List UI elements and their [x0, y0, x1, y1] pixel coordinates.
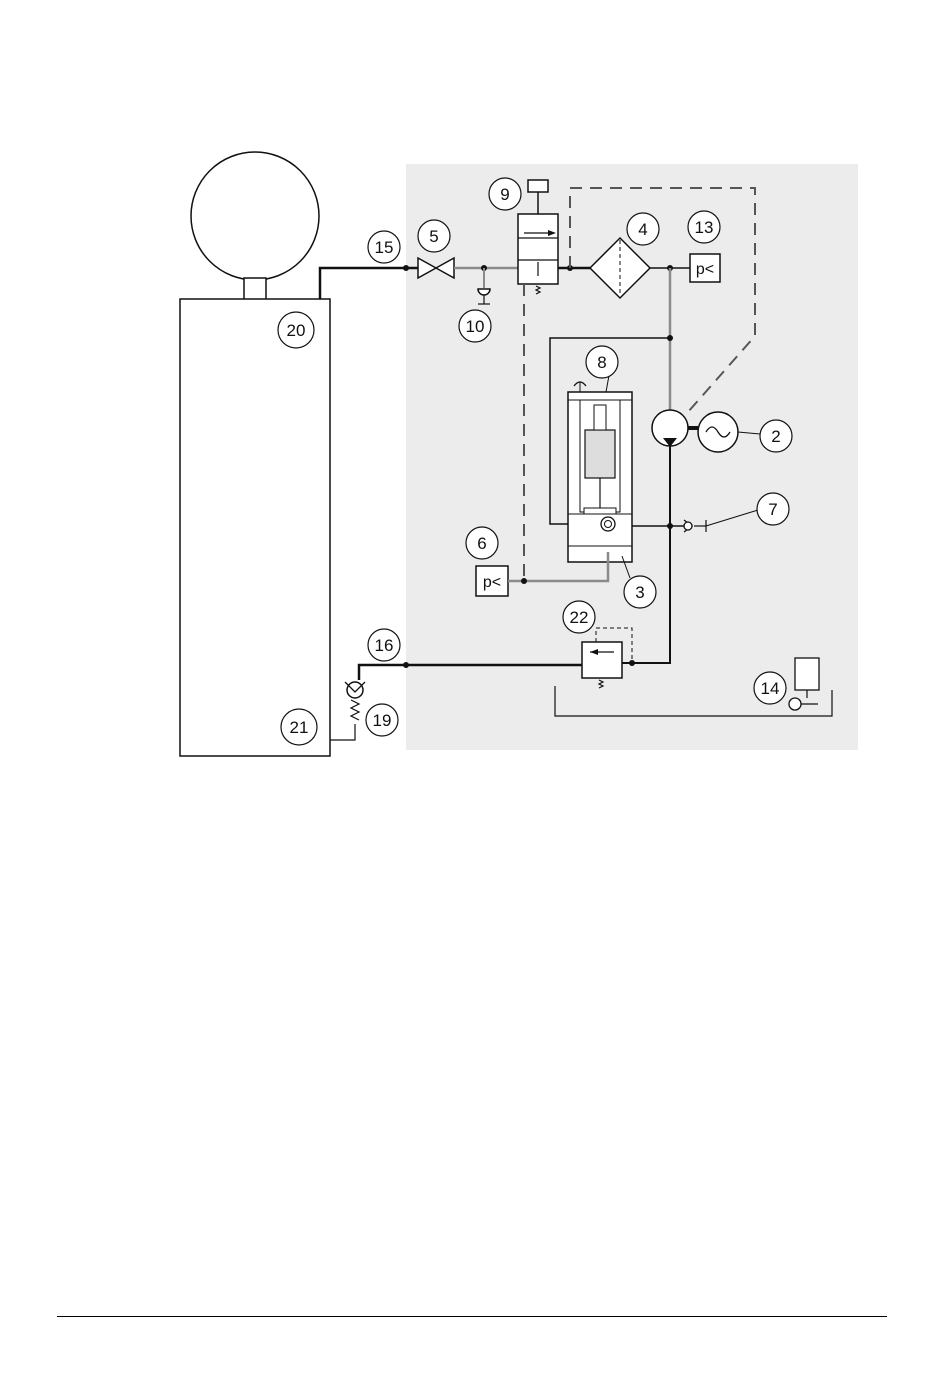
callout-6: 6 — [466, 527, 498, 559]
callout-16: 16 — [368, 629, 400, 661]
callout-5: 5 — [418, 220, 450, 252]
callout-4: 4 — [627, 213, 659, 245]
supply-pipe — [320, 268, 418, 299]
accumulator-bottle — [191, 152, 319, 300]
callout-7: 7 — [757, 493, 789, 525]
callout-8: 8 — [586, 346, 618, 378]
callout-10: 10 — [459, 310, 491, 342]
callout-20: 20 — [278, 312, 314, 348]
svg-text:10: 10 — [466, 317, 485, 336]
pressure-switch-top-text: p< — [696, 261, 714, 278]
tank — [180, 299, 330, 756]
svg-text:4: 4 — [638, 220, 647, 239]
callout-15: 15 — [368, 231, 400, 263]
svg-text:5: 5 — [429, 227, 438, 246]
svg-text:13: 13 — [695, 218, 714, 237]
svg-text:19: 19 — [373, 711, 392, 730]
svg-text:16: 16 — [375, 636, 394, 655]
callout-3: 3 — [624, 576, 656, 608]
svg-text:15: 15 — [375, 238, 394, 257]
callout-2: 2 — [760, 420, 792, 452]
cylinder-unit — [568, 382, 632, 562]
svg-text:14: 14 — [761, 679, 780, 698]
callout-19: 19 — [366, 704, 398, 736]
motor — [698, 412, 738, 452]
footer-rule — [57, 1316, 887, 1317]
pressure-switch-bottom-text: p< — [483, 574, 501, 591]
callout-9: 9 — [489, 178, 521, 210]
callout-13: 13 — [688, 211, 720, 243]
svg-text:22: 22 — [570, 608, 589, 627]
tank-check-valve — [330, 682, 365, 740]
svg-text:9: 9 — [500, 185, 509, 204]
svg-text:2: 2 — [771, 427, 780, 446]
svg-text:7: 7 — [768, 500, 777, 519]
callout-21: 21 — [281, 709, 317, 745]
svg-text:8: 8 — [597, 353, 606, 372]
svg-text:6: 6 — [477, 534, 486, 553]
svg-text:20: 20 — [287, 321, 306, 340]
svg-text:3: 3 — [635, 583, 644, 602]
callout-14: 14 — [754, 672, 786, 704]
svg-text:21: 21 — [290, 718, 309, 737]
callout-22: 22 — [563, 601, 595, 633]
